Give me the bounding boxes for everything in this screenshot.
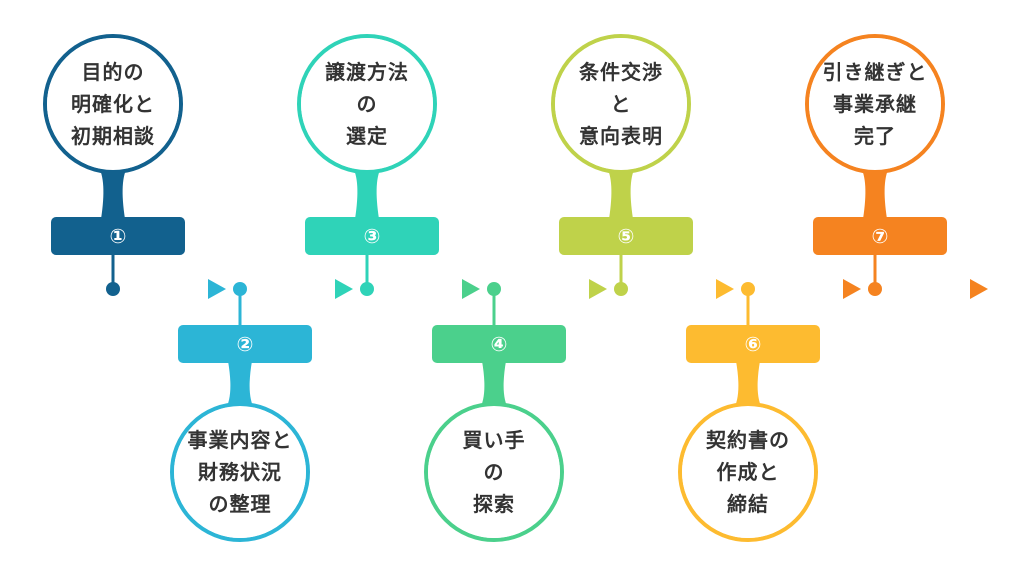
step-label-line: 条件交渉: [579, 60, 663, 84]
step-label-line: の: [356, 92, 378, 116]
step-label-line: 完了: [854, 124, 896, 148]
timeline-dot-1: [106, 282, 120, 296]
balloon-fill-5: [555, 38, 687, 170]
step-label-line: 明確化と: [71, 92, 155, 116]
step-label-line: の: [483, 460, 505, 484]
balloon-fill-3: [301, 38, 433, 170]
step-number-7: ⑦: [871, 224, 889, 248]
step-number-5: ⑤: [617, 224, 635, 248]
step-label-line: の整理: [208, 492, 272, 516]
step-badge-4: [432, 325, 566, 363]
step-label-line: 選定: [346, 124, 388, 148]
balloon-tail-3: [352, 166, 382, 219]
step-badge-3: [305, 217, 439, 255]
step-number-1: ①: [109, 224, 127, 248]
arrow-head-6: [843, 279, 861, 299]
step-label-5: 条件交渉と意向表明: [553, 36, 689, 172]
timeline-dot-2: [233, 282, 247, 296]
step-label-line: 初期相談: [71, 124, 155, 148]
balloon-tail-5: [606, 166, 636, 219]
balloon-fill-6: [682, 406, 814, 538]
step-label-line: 目的の: [81, 60, 145, 84]
arrow-head-2: [335, 279, 353, 299]
step-number-4: ④: [490, 332, 508, 356]
balloon-fill-7: [809, 38, 941, 170]
balloon-tail-4: [479, 361, 509, 410]
step-label-4: 買い手の探索: [426, 404, 562, 540]
balloon-tail-1: [98, 166, 128, 219]
balloon-fill-2: [174, 406, 306, 538]
step-badge-5: [559, 217, 693, 255]
step-label-line: 買い手: [462, 428, 526, 452]
step-label-line: 契約書の: [706, 428, 790, 452]
step-label-line: 意向表明: [579, 124, 663, 148]
step-label-line: 財務状況: [198, 460, 282, 484]
step-label-line: 譲渡方法: [325, 60, 409, 84]
step-label-line: 締結: [727, 492, 769, 516]
step-number-3: ③: [363, 224, 381, 248]
step-number-6: ⑥: [744, 332, 762, 356]
step-label-line: と: [610, 92, 632, 116]
arrow-head-4: [589, 279, 607, 299]
step-label-1: 目的の明確化と初期相談: [45, 36, 181, 172]
timeline-dot-5: [614, 282, 628, 296]
step-label-line: 事業承継: [833, 92, 917, 116]
arrow-head-1: [208, 279, 226, 299]
balloon-fill-4: [428, 406, 560, 538]
step-label-line: 探索: [473, 492, 515, 516]
balloon-tail-2: [225, 361, 255, 410]
timeline-dot-6: [741, 282, 755, 296]
step-label-line: 引き継ぎと: [822, 60, 928, 84]
timeline-dot-4: [487, 282, 501, 296]
balloon-fill-1: [47, 38, 179, 170]
step-badge-2: [178, 325, 312, 363]
step-label-6: 契約書の作成と締結: [680, 404, 816, 540]
timeline-dot-3: [360, 282, 374, 296]
timeline-dot-7: [868, 282, 882, 296]
arrow-head-7: [970, 279, 988, 299]
arrow-head-5: [716, 279, 734, 299]
step-label-line: 事業内容と: [187, 428, 293, 452]
step-badge-1: [51, 217, 185, 255]
step-label-line: 作成と: [716, 460, 780, 484]
step-number-2: ②: [236, 332, 254, 356]
step-label-3: 譲渡方法の選定: [299, 36, 435, 172]
step-badge-6: [686, 325, 820, 363]
step-badge-7: [813, 217, 947, 255]
step-label-2: 事業内容と財務状況の整理: [172, 404, 308, 540]
balloon-tail-6: [733, 361, 763, 410]
balloon-tail-7: [860, 166, 890, 219]
arrow-head-3: [462, 279, 480, 299]
step-label-7: 引き継ぎと事業承継完了: [807, 36, 943, 172]
